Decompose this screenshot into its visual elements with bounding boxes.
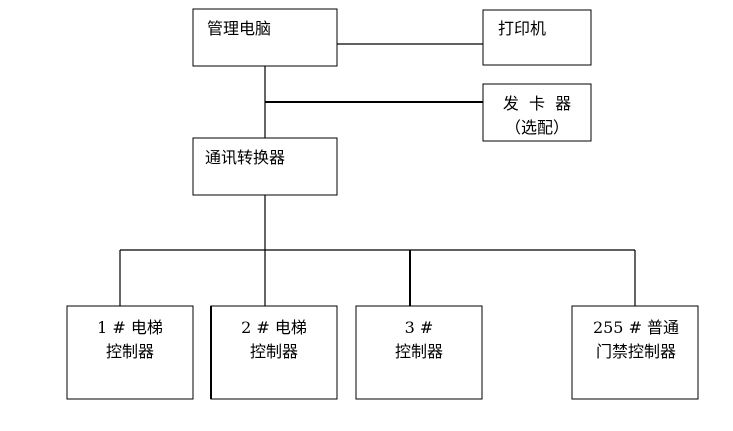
node-controller-2-line1: 2 # 电梯 <box>241 318 307 337</box>
node-computer-label: 管理电脑 <box>207 19 271 38</box>
node-controller-255-line2: 门禁控制器 <box>596 342 676 361</box>
node-controller-1-box <box>66 305 194 400</box>
node-controller-255: 255 # 普通 门禁控制器 <box>571 305 699 400</box>
node-controller-3-line2: 控制器 <box>395 342 443 361</box>
node-card-issuer-box <box>482 83 592 142</box>
node-controller-1-line1: 1 # 电梯 <box>97 318 163 337</box>
node-computer-box <box>192 8 338 67</box>
node-card-issuer-line2: （选配） <box>505 118 569 137</box>
node-controller-1: 1 # 电梯 控制器 <box>66 305 194 400</box>
node-converter-box <box>192 137 338 196</box>
node-controller-255-line1: 255 # 普通 <box>593 318 679 337</box>
node-controller-255-box <box>571 305 699 400</box>
node-controller-3-box <box>355 305 483 400</box>
connectors <box>119 43 636 306</box>
node-card-issuer-line1: 发 卡 器 <box>503 94 571 113</box>
node-controller-2-line2: 控制器 <box>250 342 298 361</box>
node-converter-label: 通讯转换器 <box>205 148 285 167</box>
node-controller-1-line2: 控制器 <box>106 342 154 361</box>
node-controller-2-box <box>210 305 338 400</box>
node-printer-box <box>482 9 592 66</box>
node-printer: 打印机 <box>482 9 592 66</box>
node-computer: 管理电脑 <box>192 8 338 67</box>
node-controller-2: 2 # 电梯 控制器 <box>210 305 338 400</box>
node-controller-3-line1: 3 # <box>405 318 434 337</box>
node-controller-3: 3 # 控制器 <box>355 305 483 400</box>
node-printer-label: 打印机 <box>498 19 546 38</box>
node-card-issuer: 发 卡 器 （选配） <box>482 83 592 142</box>
node-converter: 通讯转换器 <box>192 137 338 196</box>
